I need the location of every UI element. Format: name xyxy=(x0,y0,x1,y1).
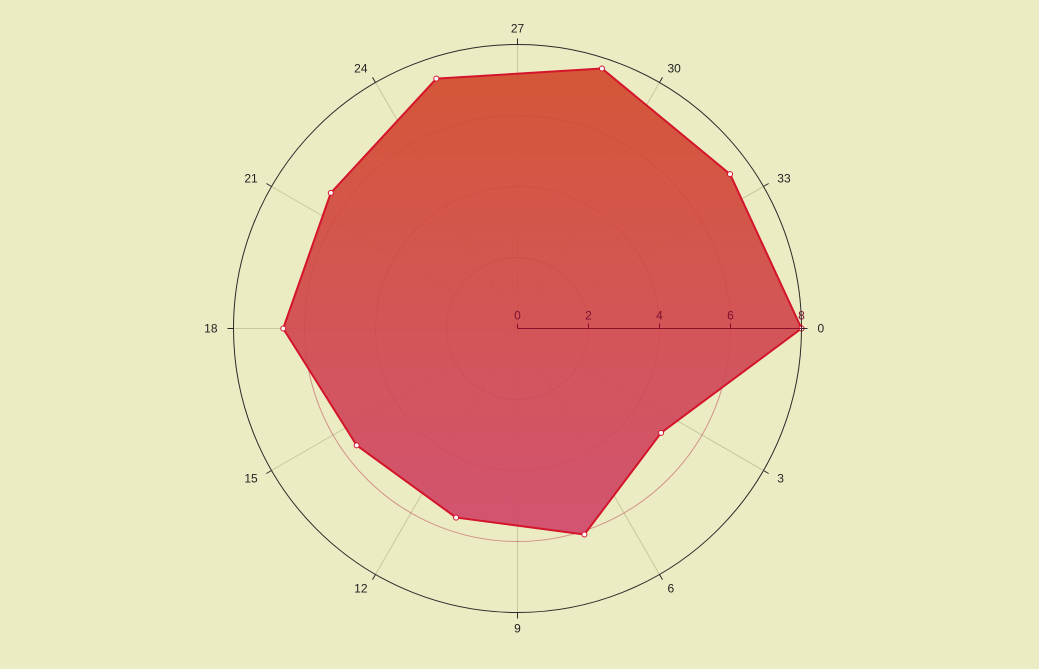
data-point xyxy=(727,171,734,178)
data-point xyxy=(280,325,287,332)
data-point xyxy=(598,65,605,72)
angular-tick-label: 3 xyxy=(777,472,784,486)
series-layer xyxy=(280,65,805,538)
angular-tick-label: 21 xyxy=(244,172,258,186)
angular-tick xyxy=(659,574,663,580)
data-point xyxy=(433,75,440,82)
angular-tick xyxy=(763,470,769,474)
data-point xyxy=(353,442,360,449)
angular-tick-label: 0 xyxy=(818,322,825,336)
radial-tick-label: 4 xyxy=(656,309,663,323)
angular-tick-label: 18 xyxy=(204,322,218,336)
angular-tick xyxy=(659,77,663,83)
angular-tick xyxy=(372,77,376,83)
radial-tick-label: 8 xyxy=(798,309,805,323)
series-area xyxy=(283,68,802,535)
angular-tick-label: 30 xyxy=(668,62,682,76)
radial-tick-label: 6 xyxy=(727,309,734,323)
angular-tick-label: 27 xyxy=(511,22,525,36)
data-point xyxy=(658,429,665,436)
radial-tick-label: 0 xyxy=(514,309,521,323)
angular-tick xyxy=(372,574,376,580)
angular-tick-label: 9 xyxy=(514,622,521,636)
angular-tick-label: 24 xyxy=(354,62,368,76)
angular-tick xyxy=(266,470,272,474)
angular-tick xyxy=(763,183,769,187)
radial-tick-label: 2 xyxy=(585,309,592,323)
axis-layer xyxy=(227,38,808,619)
angular-tick-label: 6 xyxy=(668,581,675,595)
data-point xyxy=(327,189,334,196)
angular-tick xyxy=(266,183,272,187)
angular-tick-label: 12 xyxy=(354,581,368,595)
angular-tick-label: 33 xyxy=(777,172,791,186)
angular-tick-label: 15 xyxy=(244,472,258,486)
data-point xyxy=(453,514,460,521)
data-point xyxy=(581,531,588,538)
